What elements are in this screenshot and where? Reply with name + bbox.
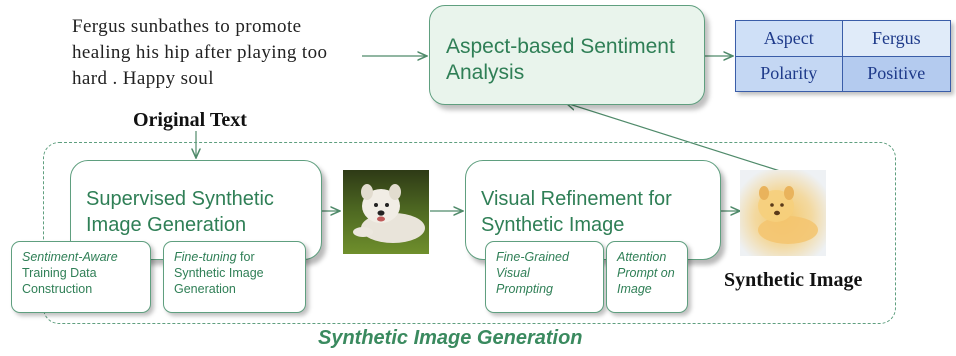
original-text-label: Original Text xyxy=(133,109,247,131)
output-table: Aspect Fergus Polarity Positive xyxy=(735,20,952,92)
input-sentence: Fergus sunbathes to promote healing his … xyxy=(72,16,328,89)
footer-label: Synthetic Image Generation xyxy=(318,327,583,349)
synthetic-image-label: Synthetic Image xyxy=(724,269,863,291)
attention-prompt-label: Attention Prompt on Image xyxy=(617,250,675,296)
sentiment-aware-italic: Sentiment-Aware xyxy=(22,250,118,264)
arrow-synthetic-to-absa xyxy=(566,103,781,172)
fine-tuning-line3: Generation xyxy=(174,282,236,296)
polarity-key-cell: Polarity xyxy=(735,55,843,92)
fine-tuning-box: Fine-tuning for Synthetic Image Generati… xyxy=(163,241,306,313)
absa-box-label: Aspect-based Sentiment Analysis xyxy=(446,35,675,84)
aspect-value-cell: Fergus xyxy=(841,20,952,57)
absa-box: Aspect-based Sentiment Analysis xyxy=(429,5,705,105)
fine-tuning-line2: Synthetic Image xyxy=(174,266,264,280)
synthetic-generation-region xyxy=(43,142,896,324)
aspect-key-cell: Aspect xyxy=(735,20,843,57)
fine-grained-label: Fine-Grained Visual Prompting xyxy=(496,250,569,296)
visual-refinement-label: Visual Refinement for Synthetic Image xyxy=(481,188,672,236)
attention-prompt-box: Attention Prompt on Image xyxy=(606,241,688,313)
polarity-value-cell: Positive xyxy=(841,55,952,92)
fine-tuning-for: for xyxy=(236,250,255,264)
supervised-generation-label: Supervised Synthetic Image Generation xyxy=(86,188,274,236)
sentiment-aware-box: Sentiment-Aware Training Data Constructi… xyxy=(11,241,151,313)
synthetic-dog-image xyxy=(740,170,826,256)
fine-tuning-italic: Fine-tuning xyxy=(174,250,237,264)
fine-grained-box: Fine-Grained Visual Prompting xyxy=(485,241,604,313)
dog-photo xyxy=(343,170,429,254)
sentiment-aware-rest: Training Data Construction xyxy=(22,266,97,296)
